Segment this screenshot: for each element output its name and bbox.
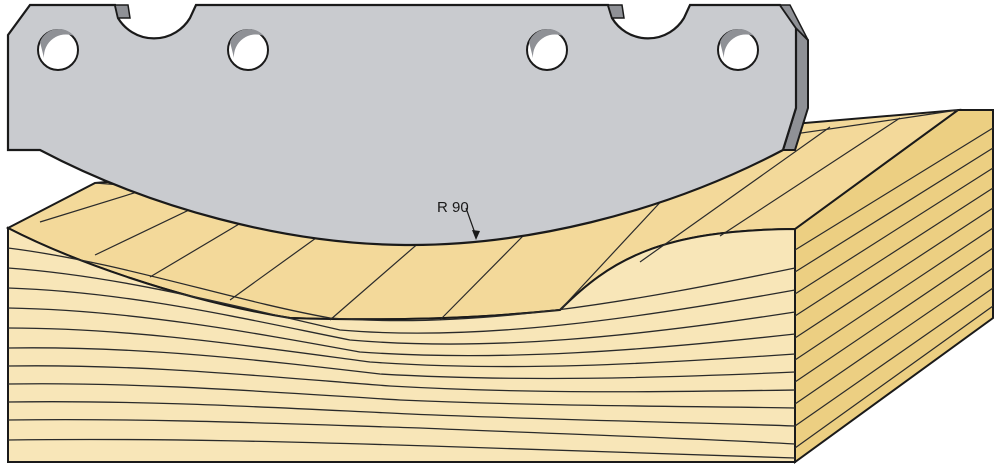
- radius-label: R 90: [437, 199, 469, 216]
- blade-mounting-holes: [37, 29, 759, 71]
- radius-arrow-head: [472, 230, 480, 240]
- blade-body: [6, 3, 798, 247]
- wood-front-grain: [7, 247, 796, 459]
- blade-top-bevels: [114, 4, 809, 41]
- cutter-knife: [6, 3, 809, 247]
- wood-front-face: [7, 226, 796, 463]
- radius-annotation: R 90: [437, 199, 480, 240]
- wood-side-grain: [794, 127, 994, 449]
- blade-hole-shading: [40, 28, 754, 58]
